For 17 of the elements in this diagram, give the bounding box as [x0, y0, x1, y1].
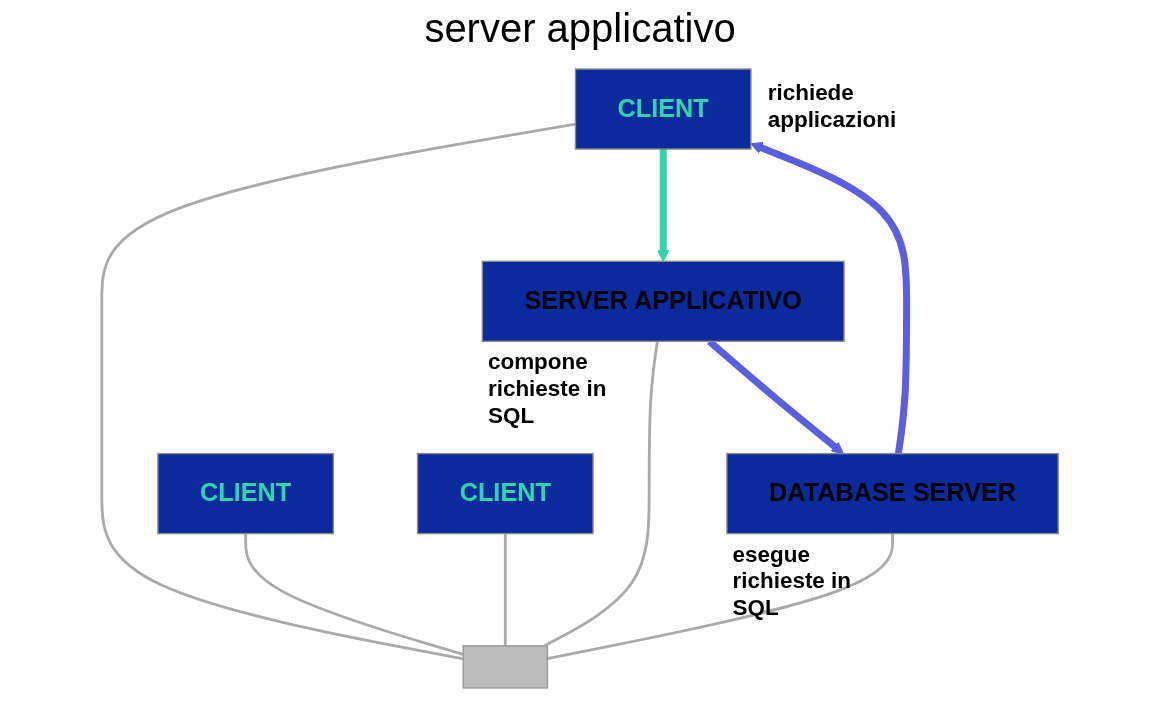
- node-box: SERVER APPLICATIVO: [481, 260, 845, 342]
- connector: [244, 533, 464, 656]
- connector: [543, 341, 659, 648]
- node-box: CLIENT: [416, 452, 594, 535]
- connector: [547, 533, 894, 660]
- arrow: [750, 142, 911, 455]
- title: server applicativo: [423, 6, 737, 51]
- node-bar: [462, 645, 549, 689]
- node-caption: esegue richieste in SQL: [732, 541, 851, 620]
- node-box: DATABASE SERVER: [726, 452, 1059, 535]
- connector: [503, 533, 507, 646]
- node-box: CLIENT: [157, 452, 335, 535]
- arrow: [657, 149, 670, 262]
- node-box: CLIENT: [574, 68, 752, 150]
- node-caption: compone richieste in SQL: [487, 349, 607, 428]
- connector: [100, 122, 576, 661]
- node-caption: richiede applicazioni: [767, 79, 897, 132]
